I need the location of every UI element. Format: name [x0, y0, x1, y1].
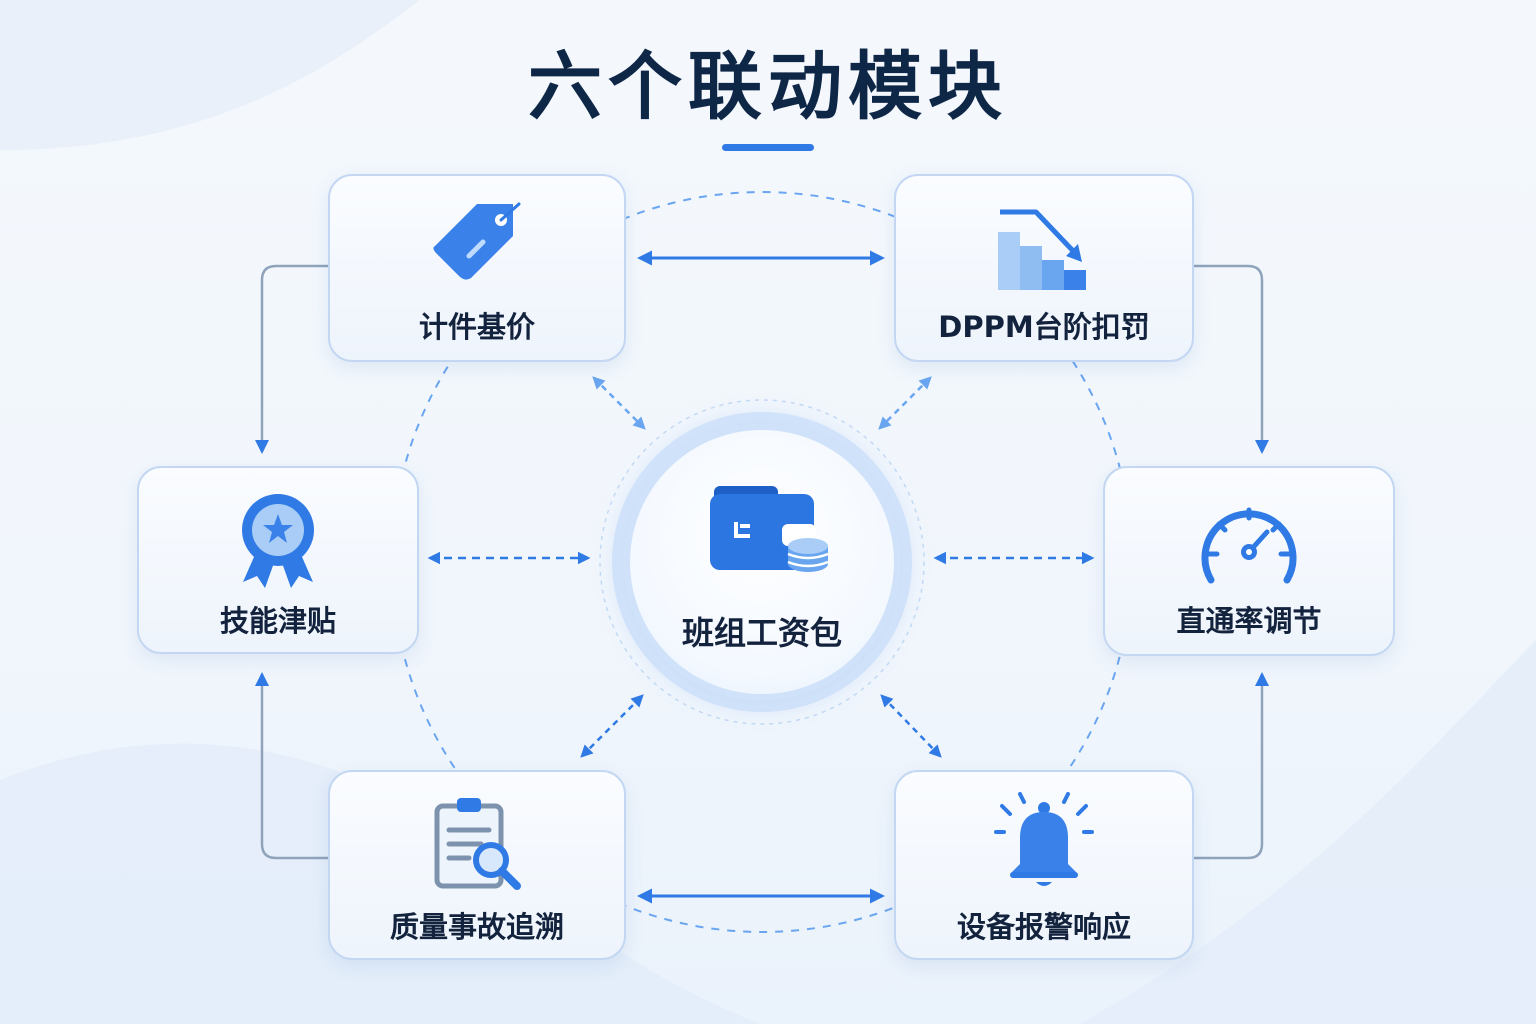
hub-dashed-ring: [599, 399, 925, 725]
wallet-coins-icon: [710, 476, 834, 590]
loop-alarm-to-yield: [1194, 674, 1264, 860]
loop-quality-to-skill: [260, 674, 328, 860]
module-label: 质量事故追溯: [389, 910, 564, 944]
descending-steps-chart-icon: [994, 206, 1094, 296]
module-yield[interactable]: 直通率调节: [1103, 466, 1395, 656]
loop-piece-to-skill: [260, 264, 328, 452]
alarm-bell-icon: [994, 792, 1094, 896]
speedometer-icon: [1197, 496, 1301, 592]
hub-label: 班组工资包: [681, 614, 842, 652]
link-dppm-hub: [878, 376, 932, 430]
price-tag-icon: [429, 202, 525, 288]
clipboard-search-icon: [429, 794, 525, 896]
module-label: 直通率调节: [1176, 604, 1322, 638]
center-hub[interactable]: 班组工资包: [624, 424, 900, 700]
module-label: 设备报警响应: [956, 910, 1131, 944]
module-skill[interactable]: 技能津贴: [137, 466, 419, 654]
module-quality[interactable]: 质量事故追溯: [328, 770, 626, 960]
module-label: 技能津贴: [219, 604, 336, 638]
title-underline: [722, 144, 814, 151]
link-piece-hub: [592, 376, 646, 430]
module-label: DPPM台阶扣罚: [938, 310, 1150, 344]
page-title: 六个联动模块: [528, 44, 1008, 130]
module-alarm[interactable]: 设备报警响应: [894, 770, 1194, 960]
award-medal-icon: [235, 490, 321, 594]
loop-dppm-to-yield: [1194, 264, 1264, 452]
module-piece-rate[interactable]: 计件基价: [328, 174, 626, 362]
module-dppm[interactable]: DPPM台阶扣罚: [894, 174, 1194, 362]
link-quality-hub: [580, 694, 644, 758]
link-alarm-hub: [880, 694, 942, 758]
module-label: 计件基价: [418, 310, 535, 344]
